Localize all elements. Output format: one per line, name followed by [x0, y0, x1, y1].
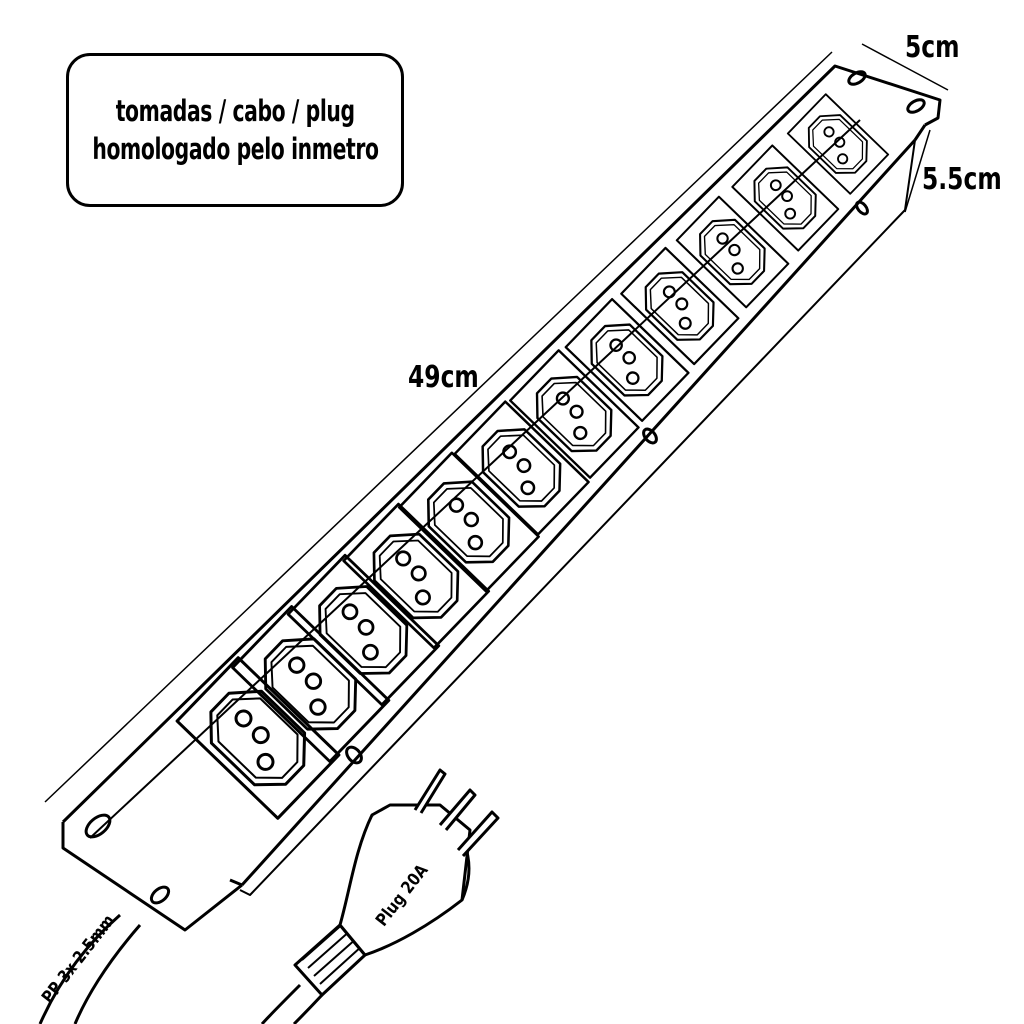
mounting-slot: [84, 813, 112, 839]
outlet-face: [535, 375, 613, 453]
outlet-hole: [467, 534, 484, 551]
outlet-frame: [675, 195, 790, 309]
outlet-hole: [728, 243, 741, 257]
outlet-hole: [448, 497, 465, 513]
certification-note: tomadas / cabo / plug homologado pelo in…: [66, 53, 404, 207]
power-cable: [38, 913, 324, 1024]
outlet-hole: [309, 698, 327, 716]
outlet-face: [753, 166, 817, 230]
outlet-frame: [786, 93, 890, 195]
outlet-hole: [251, 726, 270, 745]
outlet-face: [426, 480, 511, 564]
outlet: [675, 195, 790, 309]
outlet-hole: [520, 480, 536, 496]
outlet-hole: [784, 207, 797, 220]
outlet: [731, 144, 840, 252]
outlet: [453, 400, 590, 536]
outlet-face: [372, 532, 460, 620]
outlet-hole: [781, 190, 793, 203]
mounting-slot: [149, 885, 171, 905]
plug: [293, 768, 500, 997]
outlet-hole: [823, 126, 835, 138]
outlet-frame: [453, 400, 590, 536]
outlet-hole: [678, 316, 692, 330]
outlet: [175, 656, 341, 820]
outlet-frame: [564, 297, 690, 423]
mounting-slot: [847, 70, 867, 86]
outlet-face: [807, 114, 868, 174]
outlet-hole: [555, 391, 571, 406]
outlet: [286, 553, 441, 707]
height-dimension-label: 5.5cm: [922, 162, 1002, 197]
screw: [642, 427, 658, 445]
screw: [855, 200, 869, 216]
outlet: [342, 502, 491, 650]
outlet: [509, 349, 640, 479]
outlet-hole: [234, 709, 253, 728]
outlet-face: [209, 689, 307, 787]
note-line-2: homologado pelo inmetro: [91, 132, 379, 166]
outlet-group: [175, 93, 890, 820]
outlet-frame: [620, 246, 740, 366]
outlet-hole: [609, 338, 623, 353]
outlet-hole: [502, 444, 518, 460]
outlet-hole: [769, 179, 782, 192]
outlet-frame: [731, 144, 840, 252]
outlet-face: [481, 428, 562, 508]
outlet-hole: [463, 511, 480, 528]
outlet-frame: [509, 349, 640, 479]
dimension-lines: [44, 43, 949, 803]
outlet-frame: [175, 656, 341, 820]
outlet-hole: [569, 404, 584, 419]
outlet-hole: [362, 643, 379, 661]
outlet-hole: [288, 656, 306, 674]
outlet: [620, 246, 740, 366]
outlet-hole: [625, 371, 640, 385]
outlet: [564, 297, 690, 423]
outlet-hole: [256, 752, 275, 771]
note-line-1: tomadas / cabo / plug: [115, 94, 355, 128]
outlet-hole: [622, 350, 637, 365]
outlet-hole: [834, 136, 846, 148]
outlet-hole: [357, 618, 375, 636]
outlet-hole: [395, 550, 412, 567]
outlet-face: [644, 271, 715, 341]
outlet-hole: [731, 262, 744, 275]
outlet-hole: [716, 232, 729, 245]
outlet-frame: [286, 553, 441, 707]
outlet-face: [590, 323, 664, 397]
outlet-face: [699, 218, 766, 286]
outlet-hole: [662, 285, 676, 299]
outlet-hole: [516, 458, 532, 474]
length-dimension-label: 49cm: [408, 360, 479, 395]
outlet-hole: [414, 589, 431, 606]
width-dimension-label: 5cm: [905, 30, 960, 65]
outlet-hole: [304, 672, 323, 690]
outlet: [786, 93, 890, 195]
outlet-hole: [573, 425, 588, 441]
outlet-hole: [837, 153, 849, 165]
mounting-slot: [906, 98, 926, 114]
outlet-face: [318, 585, 409, 675]
outlet-frame: [342, 502, 491, 650]
outlet-hole: [410, 565, 427, 582]
outlet-hole: [675, 297, 689, 311]
outlet-hole: [341, 603, 359, 621]
screw: [345, 745, 363, 765]
